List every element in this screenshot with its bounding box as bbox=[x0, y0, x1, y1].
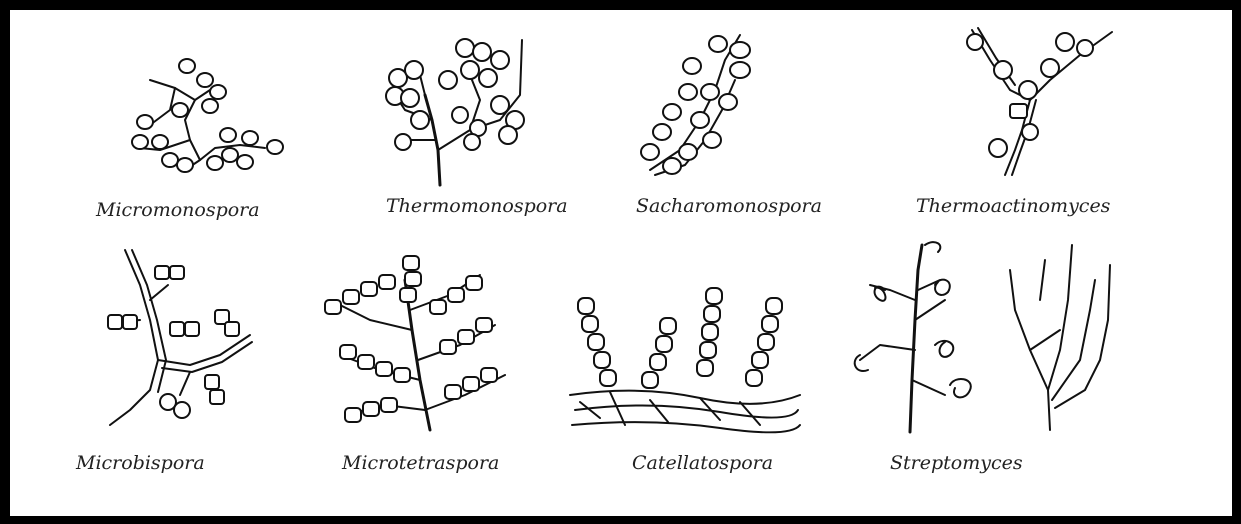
label-micromonospora: Micromonospora bbox=[96, 199, 260, 221]
label-thermoactinomyces: Thermoactinomyces bbox=[916, 195, 1110, 217]
sacharomonospora-illustration bbox=[641, 35, 750, 175]
spore-chains bbox=[325, 256, 497, 422]
thermoactinomyces-illustration bbox=[967, 28, 1112, 175]
microbispora-illustration bbox=[108, 250, 252, 425]
catellatospora-illustration bbox=[570, 288, 800, 432]
label-microbispora: Microbispora bbox=[76, 452, 205, 474]
spore-chains bbox=[578, 288, 782, 388]
micromonospora-illustration bbox=[132, 59, 283, 172]
streptomyces-illustration bbox=[855, 242, 1110, 432]
label-catellatospora: Catellatospora bbox=[632, 452, 773, 474]
label-sacharomonospora: Sacharomonospora bbox=[636, 195, 822, 217]
label-streptomyces: Streptomyces bbox=[890, 452, 1023, 474]
microtetraspora-illustration bbox=[325, 256, 505, 430]
label-microtetraspora: Microtetraspora bbox=[342, 452, 499, 474]
thermomonospora-illustration bbox=[386, 39, 524, 185]
label-thermomonospora: Thermomonospora bbox=[386, 195, 568, 217]
